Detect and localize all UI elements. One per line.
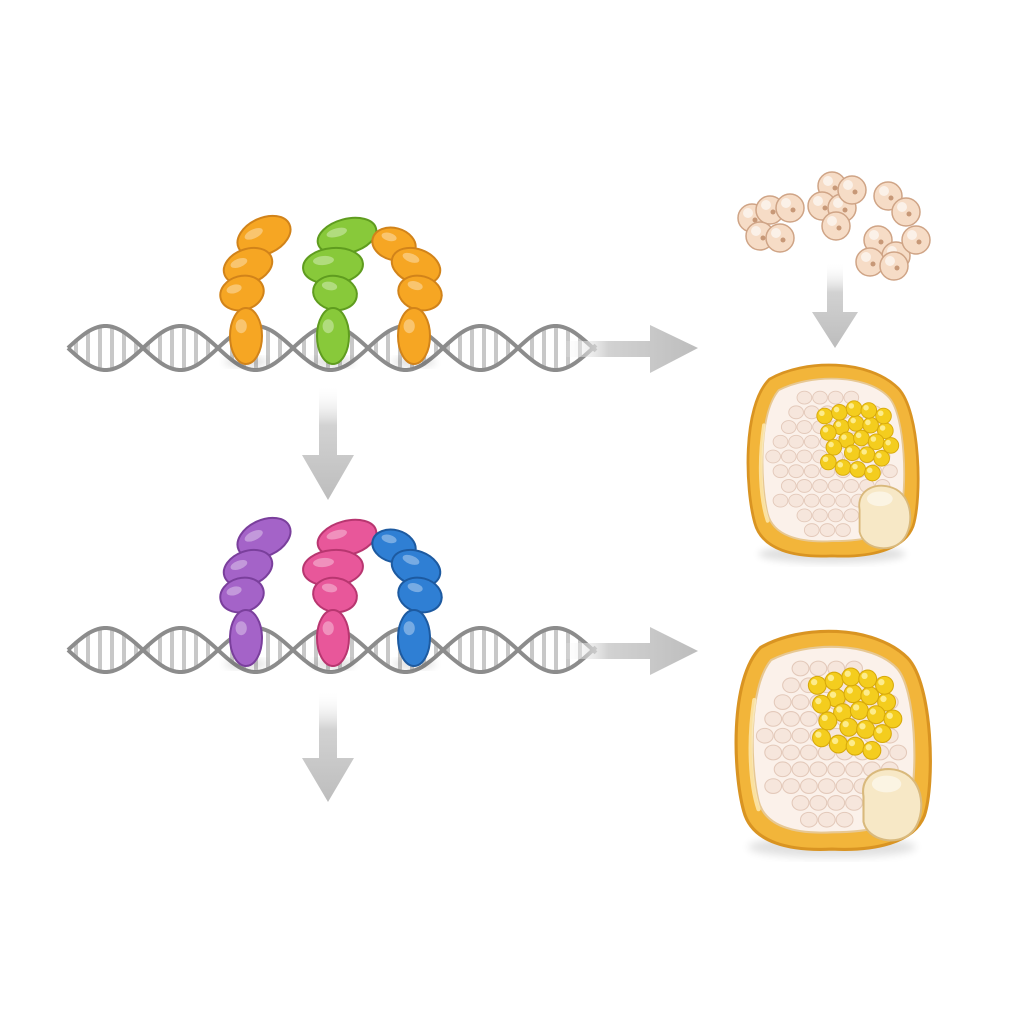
arrow-top-down	[302, 385, 354, 500]
arrow-top-right	[560, 325, 698, 373]
protein-green	[302, 216, 378, 367]
arrow-particles-down	[812, 262, 858, 348]
starch-particles-icon	[737, 171, 931, 281]
top-complex	[219, 214, 443, 367]
corn-kernel-icon	[734, 629, 932, 858]
protein-pink	[302, 518, 378, 669]
arrow-icon	[302, 385, 354, 500]
protein-purple	[219, 516, 292, 669]
protein-blue	[371, 528, 443, 669]
starch-particles	[737, 171, 931, 281]
arrow-icon	[302, 690, 354, 802]
arrow-icon	[812, 262, 858, 348]
corn-kernel-top	[746, 363, 920, 564]
arrow-icon	[560, 627, 698, 675]
protein-orange-left	[219, 214, 292, 367]
corn-kernel-icon	[746, 363, 920, 564]
corn-kernel-bottom	[734, 629, 932, 858]
arrow-bottom-down	[302, 690, 354, 802]
protein-orange-right	[371, 226, 443, 367]
bottom-complex	[219, 516, 443, 669]
arrow-icon	[560, 325, 698, 373]
arrow-bottom-right	[560, 627, 698, 675]
